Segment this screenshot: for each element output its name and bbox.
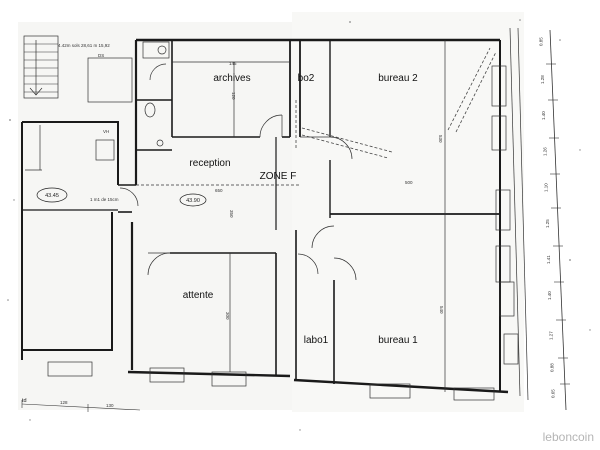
scale-label: 0.85	[539, 37, 544, 46]
watermark: leboncoin	[542, 430, 594, 444]
top-note: 4.42m sols 28,61 m 15,92	[58, 43, 110, 48]
bottom-windows	[47, 361, 495, 401]
room-reception: reception	[189, 158, 230, 169]
landing	[87, 57, 133, 103]
right-dimension-labels: 0.85 1.28 1.40 1.26 1.10 1.25 1.41 1.40 1.27 0.88…	[539, 37, 556, 398]
dim-300: 300	[225, 312, 230, 320]
staircase	[23, 35, 59, 99]
bureau2-room	[295, 40, 500, 218]
right-dimension-scale	[546, 29, 570, 411]
zone-label: ZONE F	[260, 171, 297, 182]
stair-note: 1 m1 de 15cm	[90, 197, 119, 202]
bottom-dimension-line	[21, 400, 141, 412]
scale-label: 0.88	[550, 363, 555, 372]
archives-room	[171, 40, 291, 138]
dim-130: 130	[106, 403, 114, 408]
bureau1-room	[295, 214, 446, 392]
scan-left-sheet	[18, 22, 300, 410]
scale-label: 1.40	[541, 111, 546, 120]
dim-350: 350	[229, 210, 234, 218]
room-archives: archives	[213, 73, 250, 84]
scan-noise	[7, 19, 591, 431]
walls-main	[127, 27, 529, 401]
scale-label: 1.41	[546, 255, 551, 264]
walls-left-block: VH	[21, 121, 119, 360]
dim-530: 530	[438, 135, 443, 143]
scale-label: 1.26	[542, 147, 547, 156]
scale-label: 1.28	[540, 75, 545, 84]
dim-145: 145	[229, 61, 237, 66]
dim-500: 500	[405, 180, 413, 185]
dim-540: 540	[439, 306, 444, 314]
scale-label: 1.10	[544, 183, 549, 192]
scale-label: 0.65	[551, 389, 556, 398]
reception-area	[118, 137, 300, 230]
room-labo1: labo1	[304, 335, 329, 346]
footer-left-mark: td	[22, 398, 27, 404]
room-bo2: bo2	[298, 73, 315, 84]
wc-room	[136, 41, 172, 151]
scale-label: 1.25	[545, 219, 550, 228]
dim-120: 120	[231, 92, 236, 100]
facade-windows	[491, 65, 519, 365]
ds-label: DS	[98, 53, 104, 58]
dim-650: 650	[215, 188, 223, 193]
attente-room	[147, 252, 277, 375]
marker-43-90: 43.90	[179, 193, 207, 207]
scan-right-sheet	[292, 12, 524, 412]
svg-text:43.45: 43.45	[45, 193, 59, 199]
room-bureau-1: bureau 1	[378, 335, 418, 346]
marker-43-45: 43.45	[36, 187, 68, 203]
room-bureau-2: bureau 2	[378, 73, 418, 84]
svg-text:43.90: 43.90	[186, 198, 200, 204]
scale-label: 1.40	[547, 291, 552, 300]
room-attente: attente	[183, 290, 214, 301]
dim-128: 128	[60, 400, 68, 405]
vh-label: VH	[103, 129, 109, 134]
scale-label: 1.27	[549, 331, 554, 340]
